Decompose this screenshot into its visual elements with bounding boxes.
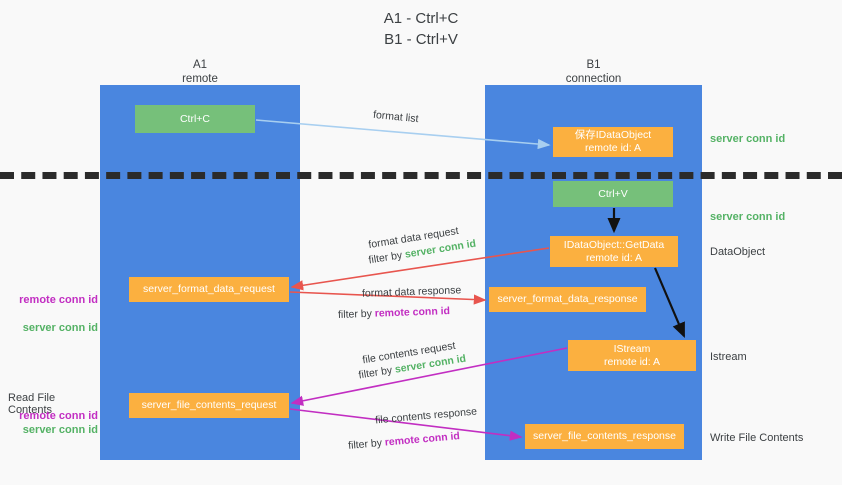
box-save-idataobject[interactable]: 保存IDataObject remote id: A [553,127,673,157]
label-read-file-contents: Read File Contents [8,392,56,416]
page-title: A1 - Ctrl+C B1 - Ctrl+V [383,10,459,48]
edge-format-data-request [290,247,550,291]
lane-a1-header: A1 remote [182,59,218,85]
label-istream: Istream [710,351,747,363]
label-server-conn-id-top: server conn id [710,133,786,145]
label-server-conn-id-1: server conn id [22,322,98,334]
label-server-conn-id-mid: server conn id [710,211,786,223]
edge-file-contents-response [289,408,523,441]
box-ctrl-c[interactable]: Ctrl+C [135,105,255,133]
filter-value-remote-conn-id: remote conn id [374,305,451,320]
phase-divider [0,172,842,179]
label-dataobject: DataObject [710,246,766,258]
label-server-conn-id-2: server conn id [22,424,98,436]
edge-getdata-to-istream [653,267,686,339]
box-server-format-data-request[interactable]: server_format_data_request [129,277,289,302]
lane-b1-header: B1 connection [565,59,622,85]
label-conn-ids-format: remote conn id server conn id [8,279,98,349]
box-server-file-contents-request[interactable]: server_file_contents_request [129,393,289,418]
edge-format-data-response [289,291,487,305]
label-remote-conn-id-2: remote conn id [19,410,98,422]
label-remote-conn-id-1: remote conn id [19,294,98,306]
box-idataobject-getdata[interactable]: IDataObject::GetData remote id: A [550,236,678,267]
label-write-file-contents: Write File Contents [710,432,804,444]
edge-format-list [255,119,551,150]
label-conn-ids-file: remote conn id server conn id [8,409,98,437]
filter-prefix: filter by [337,307,375,321]
box-istream[interactable]: IStream remote id: A [568,340,696,371]
edge-file-contents-request [290,347,568,406]
box-ctrl-v[interactable]: Ctrl+V [553,181,673,207]
box-server-format-data-response[interactable]: server_format_data_response [489,287,646,312]
box-server-file-contents-response[interactable]: server_file_contents_response [525,424,684,449]
filter-prefix: filter by [347,436,386,452]
